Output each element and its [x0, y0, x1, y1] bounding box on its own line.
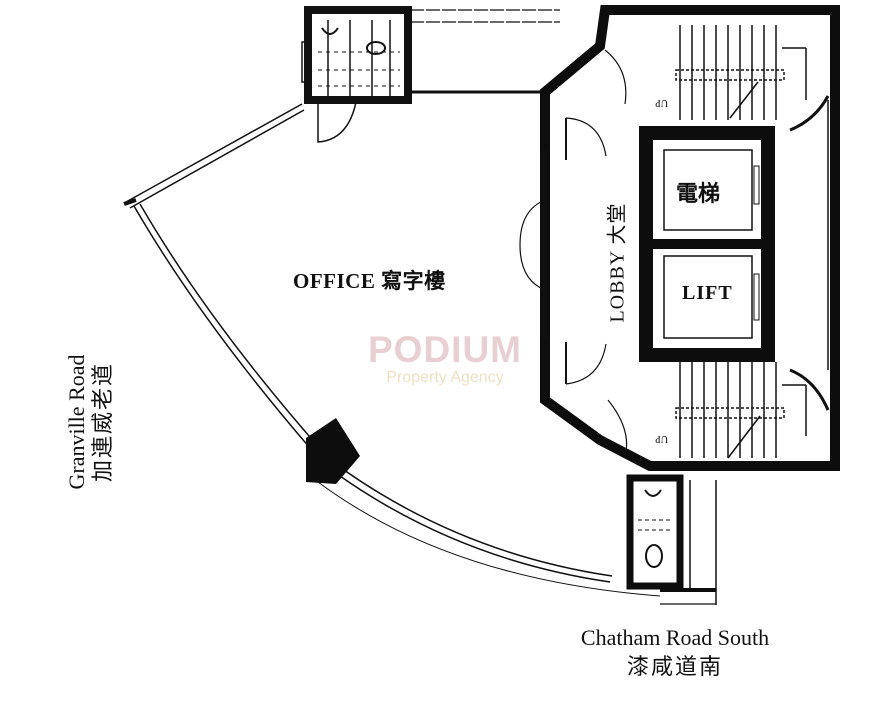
road-name-cn: 加連威老道 [90, 362, 115, 483]
lift-label-en: LIFT [682, 282, 733, 304]
core-walls [519, 5, 840, 471]
structural-column [306, 418, 360, 484]
watermark-tagline: Property Agency [386, 369, 504, 386]
bottom-toilet-block [626, 474, 717, 605]
watermark-brand: PODIUM [368, 329, 522, 370]
upper-stair [675, 25, 807, 120]
stair-up-label: UP [655, 433, 668, 444]
road-label-granville: Granville Road 加連威老道 [64, 302, 116, 542]
watermark: PODIUM Property Agency [360, 331, 530, 387]
office-label: OFFICE 寫字樓 [293, 269, 446, 293]
lower-stair [675, 362, 807, 459]
top-toilet-block [301, 6, 412, 143]
road-label-chatham: Chatham Road South 漆咸道南 [530, 624, 820, 682]
road-name-en: Chatham Road South [580, 625, 770, 650]
lobby-label: LOBBY 大堂 [606, 202, 629, 323]
lift-label-cn: 電梯 [676, 181, 721, 206]
west-curtain-wall [123, 103, 661, 597]
road-name-cn: 漆咸道南 [626, 654, 723, 679]
stair-up-label: UP [655, 97, 668, 108]
road-name-en: Granville Road [64, 354, 89, 490]
